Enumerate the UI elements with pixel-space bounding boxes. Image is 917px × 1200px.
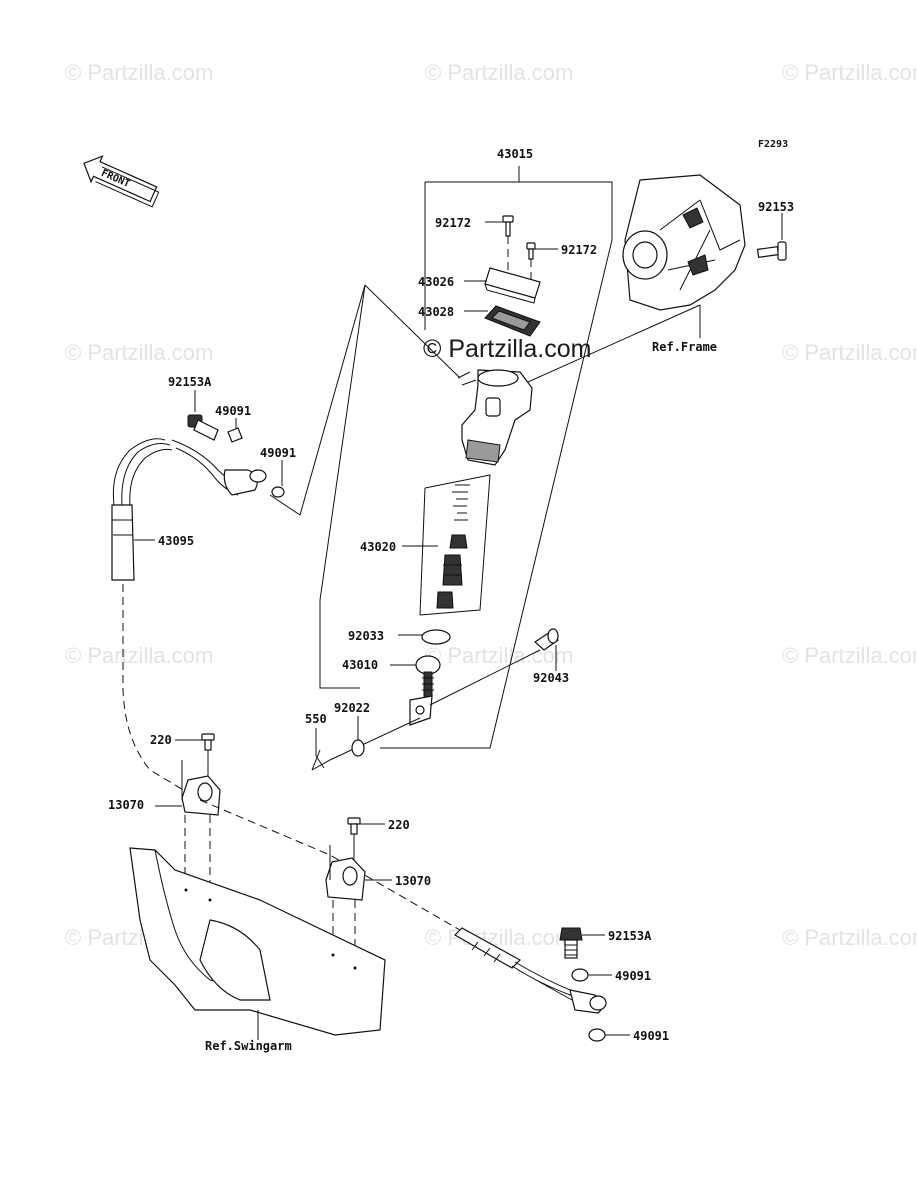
part-label-92172: 92172 — [561, 243, 597, 257]
watermark: © Partzilla.com — [782, 925, 917, 950]
screw-92172 — [485, 215, 558, 285]
part-label-92033: 92033 — [348, 629, 384, 643]
part-label-92153A: 92153A — [608, 929, 652, 943]
part-label-220: 220 — [388, 818, 410, 832]
watermark: © Partzilla.com — [65, 340, 213, 365]
part-label-49091: 49091 — [260, 446, 296, 460]
assembly-bracket-43015 — [319, 166, 613, 749]
part-label-13070: 13070 — [108, 798, 144, 812]
watermark: © Partzilla.com — [425, 60, 573, 85]
watermark: © Partzilla.com — [425, 643, 573, 668]
watermark: © Partzilla.com — [782, 60, 917, 85]
part-label-220: 220 — [150, 733, 172, 747]
frame-reference — [509, 174, 746, 391]
banjo-bolt-92153A-bottom — [559, 927, 605, 959]
part-label-43020: 43020 — [360, 540, 396, 554]
diaphragm-43028 — [464, 305, 541, 337]
part-label-92172: 92172 — [435, 216, 471, 230]
washer-92022 — [351, 716, 365, 757]
swingarm-ref-label: Ref.Swingarm — [205, 1039, 292, 1053]
brake-hose-lower — [454, 927, 607, 1014]
watermark: © Partzilla.com — [425, 925, 573, 950]
part-label-43026: 43026 — [418, 275, 454, 289]
watermark-main: © Partzilla.com — [423, 335, 591, 363]
clamp-13070-right — [325, 817, 392, 968]
clamp-13070-left — [155, 733, 221, 900]
part-label-92153A: 92153A — [168, 375, 212, 389]
diagram-code: F2293 — [758, 139, 788, 150]
part-label-43015: 43015 — [497, 147, 533, 161]
part-label-49091: 49091 — [215, 404, 251, 418]
piston-kit-43020 — [402, 474, 491, 616]
part-label-43028: 43028 — [418, 305, 454, 319]
part-label-92022: 92022 — [334, 701, 370, 715]
part-label-49091: 49091 — [633, 1029, 669, 1043]
watermark: © Partzilla.com — [65, 60, 213, 85]
swingarm-reference — [129, 847, 386, 1040]
bolt-92153 — [756, 213, 787, 261]
part-label-92153: 92153 — [758, 200, 794, 214]
part-label-550: 550 — [305, 712, 327, 726]
part-label-43010: 43010 — [342, 658, 378, 672]
washer-49091-bottom — [571, 968, 630, 1042]
watermark-layer: © Partzilla.com © Partzilla.com © Partzi… — [65, 60, 917, 950]
master-cylinder-body — [457, 369, 533, 466]
push-rod-43010 — [390, 655, 441, 726]
part-label-13070: 13070 — [395, 874, 431, 888]
pin-92043 — [429, 628, 559, 706]
banjo-bolt-92153A-top — [187, 390, 219, 441]
watermark: © Partzilla.com — [65, 643, 213, 668]
brake-hose-43095 — [111, 438, 267, 801]
washer-49091-top — [227, 418, 285, 498]
circlip-92033 — [398, 629, 451, 645]
reservoir-cap-43026 — [464, 267, 541, 304]
part-label-92043: 92043 — [533, 671, 569, 685]
cotter-pin-550 — [311, 717, 421, 771]
watermark: © Partzilla.com — [782, 643, 917, 668]
part-label-49091: 49091 — [615, 969, 651, 983]
frame-ref-label: Ref.Frame — [652, 340, 717, 354]
part-label-43095: 43095 — [158, 534, 194, 548]
front-arrow-icon: FRONT — [83, 155, 160, 208]
watermark: © Partzilla.com — [782, 340, 917, 365]
